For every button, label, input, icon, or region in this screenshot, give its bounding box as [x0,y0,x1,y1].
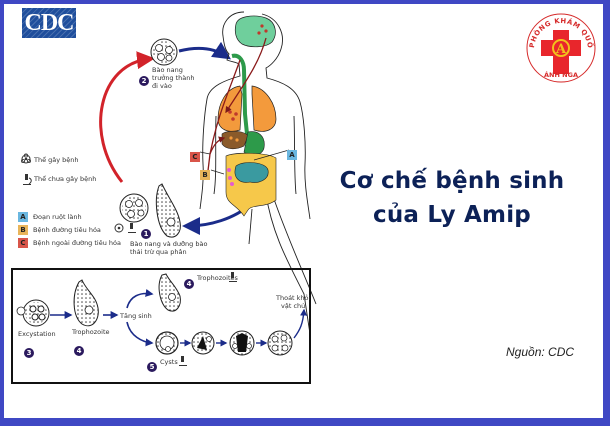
clinic-logo-graphic: PHÒNG KHÁM QUỐC TẾ A ÁNH NGA [524,10,596,83]
legend-infective: Thể gây bệnh [34,156,79,164]
stage3-label: Excystation [18,330,56,338]
clinic-name: ÁNH NGA [544,70,578,79]
arrow-exit-host [293,308,308,339]
cyst-excreted-icon [119,193,149,223]
biohazard-icon-stage1 [114,223,124,233]
stage5-badge: 5 [147,356,157,374]
microscope-icon-trophozoites [229,272,237,282]
multiply-label: Tăng sinh [120,312,152,320]
stage4-badge: 4 [74,340,84,358]
trophozoites-icon [158,273,181,312]
clinic-logo: PHÒNG KHÁM QUỐC TẾ A ÁNH NGA [524,10,598,86]
microscope-icon-stage1 [128,223,136,233]
small-intestine [234,162,269,183]
stage3-badge: 3 [24,342,34,360]
stage4b-badge: 4 [184,273,194,291]
legend-item-c: C Bệnh ngoài đường tiêu hóa [18,238,121,248]
stage4-label: Trophozoite [72,328,110,336]
esophagus [231,53,250,145]
biohazard-icon [20,153,32,164]
stage1-label: Bào nang và dưỡng bào thải trừ qua phân [130,240,208,256]
human-body [199,11,317,335]
trophozoite-icon [73,279,99,327]
microscope-icon [23,174,32,185]
stage1-badge: 1 [141,223,151,241]
legend-diagnostic: Thể chưa gây bệnh [34,175,97,183]
page-title: Cơ chế bệnh sinh của Ly Amip [339,168,565,228]
body-label-c: C [190,146,200,164]
brain [234,15,276,48]
clinic-emblem: A [555,42,567,57]
cyst-maturation-sequence [155,330,293,356]
cross-horizontal [541,40,581,56]
right-lung [251,85,277,132]
source-caption: Nguồn: CDC [506,345,575,359]
trophozoite-excreted-icon [155,183,181,238]
microscope-icon-cysts [179,356,187,366]
mature-cyst-icon [150,38,178,66]
legend-item-b: B Bệnh đường tiêu hóa [18,225,101,235]
arrow-stage1-to-stage2 [99,51,155,183]
stage5-label: Cysts [160,358,178,366]
lifecycle-illustration [11,11,317,384]
exit-host-label: Thoát khỏi vật chủ [276,294,311,310]
cdc-logo: CDC [22,8,76,38]
legend-item-a: A Đoạn ruột lành [18,212,82,222]
liver [221,130,249,150]
arrow-ingestion [178,41,231,60]
body-label-a: A [287,144,297,162]
diagram-frame: CDC PHÒNG KHÁM QUỐC TẾ A ÁNH NGA [4,4,603,418]
intestinal-cycle-box [11,268,311,384]
stage4b-label: Trophozoites [197,274,238,282]
stage2-badge: 2 [139,70,149,88]
body-label-b: B [200,164,210,182]
excystation-icon [16,299,50,327]
stage2-label: Bào nang trưởng thành đi vào [152,66,195,90]
